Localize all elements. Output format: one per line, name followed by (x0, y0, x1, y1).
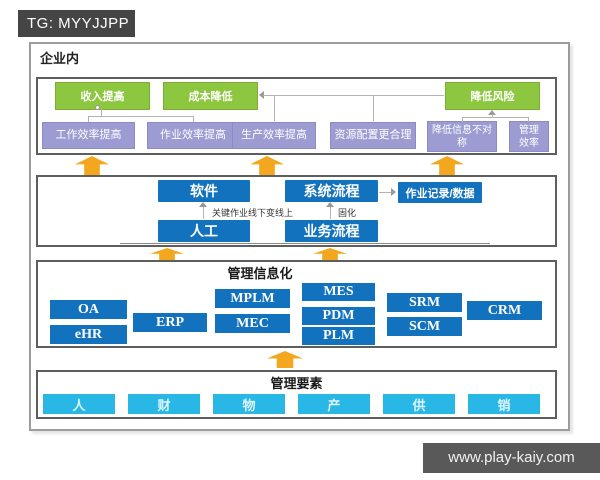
system-process-box: 系统流程 (285, 180, 378, 202)
arrowhead-into-cost (259, 91, 264, 99)
baseline-rule (120, 243, 490, 244)
system-plm: PLM (302, 327, 375, 345)
connector-line (462, 117, 463, 122)
connector-line (88, 116, 193, 117)
arrowhead-business-to-system (326, 202, 334, 207)
system-srm: SRM (387, 293, 462, 312)
arrowhead-manual-to-software (199, 202, 207, 207)
connector-line (330, 206, 331, 219)
benefit-production-efficiency: 生产效率提高 (232, 122, 316, 149)
connector-node (95, 105, 100, 110)
benefit-cost-reduction: 成本降低 (163, 82, 258, 110)
connector-line (88, 116, 89, 122)
system-scm: SCM (387, 317, 462, 336)
elements-title: 管理要素 (270, 376, 323, 391)
connector-line (379, 192, 392, 193)
solidify-label: 固化 (338, 208, 357, 218)
informatization-title: 管理信息化 (227, 266, 293, 281)
system-pdm: PDM (302, 307, 375, 325)
element-finance: 财 (128, 394, 200, 414)
system-mec: MEC (215, 314, 290, 333)
system-mes: MES (302, 283, 375, 301)
arrowhead-into-risk (488, 110, 496, 115)
element-supply: 供 (383, 394, 455, 414)
connector-line (274, 95, 275, 121)
connector-line (193, 116, 194, 122)
system-erp: ERP (133, 313, 207, 332)
connector-line (203, 206, 204, 219)
software-box: 软件 (158, 180, 250, 202)
element-production: 产 (298, 394, 370, 414)
connector-line (462, 117, 528, 118)
benefit-work-efficiency: 工作效率提高 (42, 122, 135, 149)
tg-badge: TG: MYYJJPP (18, 10, 135, 37)
system-crm: CRM (467, 301, 542, 320)
connector-line (101, 108, 102, 116)
connector-line (492, 114, 493, 118)
connector-line (263, 95, 444, 96)
element-sales: 销 (468, 394, 540, 414)
work-records-box: 作业记录/数据 (398, 182, 482, 203)
element-people: 人 (43, 394, 115, 414)
connector-line (373, 95, 374, 121)
benefit-resource-allocation: 资源配置更合理 (330, 122, 416, 149)
system-oa: OA (50, 300, 127, 319)
benefit-income-increase: 收入提高 (55, 82, 150, 110)
benefit-management-efficiency: 管理效率 (509, 121, 549, 152)
manual-box: 人工 (158, 220, 250, 242)
element-materials: 物 (213, 394, 285, 414)
benefit-operation-efficiency: 作业效率提高 (147, 122, 239, 149)
offline-to-online-label: 关键作业线下变线上 (212, 208, 294, 218)
benefit-risk-reduction: 降低风险 (445, 82, 540, 110)
system-ehr: eHR (50, 325, 127, 344)
benefit-info-asymmetry: 降低信息不对称 (427, 121, 497, 152)
enterprise-scope-label: 企业内 (40, 51, 80, 66)
connector-line (528, 117, 529, 122)
watermark: www.play-kaiy.com (423, 443, 600, 473)
system-mplm: MPLM (215, 289, 290, 308)
arrowhead-system-to-records (391, 188, 396, 196)
business-process-box: 业务流程 (285, 220, 378, 242)
